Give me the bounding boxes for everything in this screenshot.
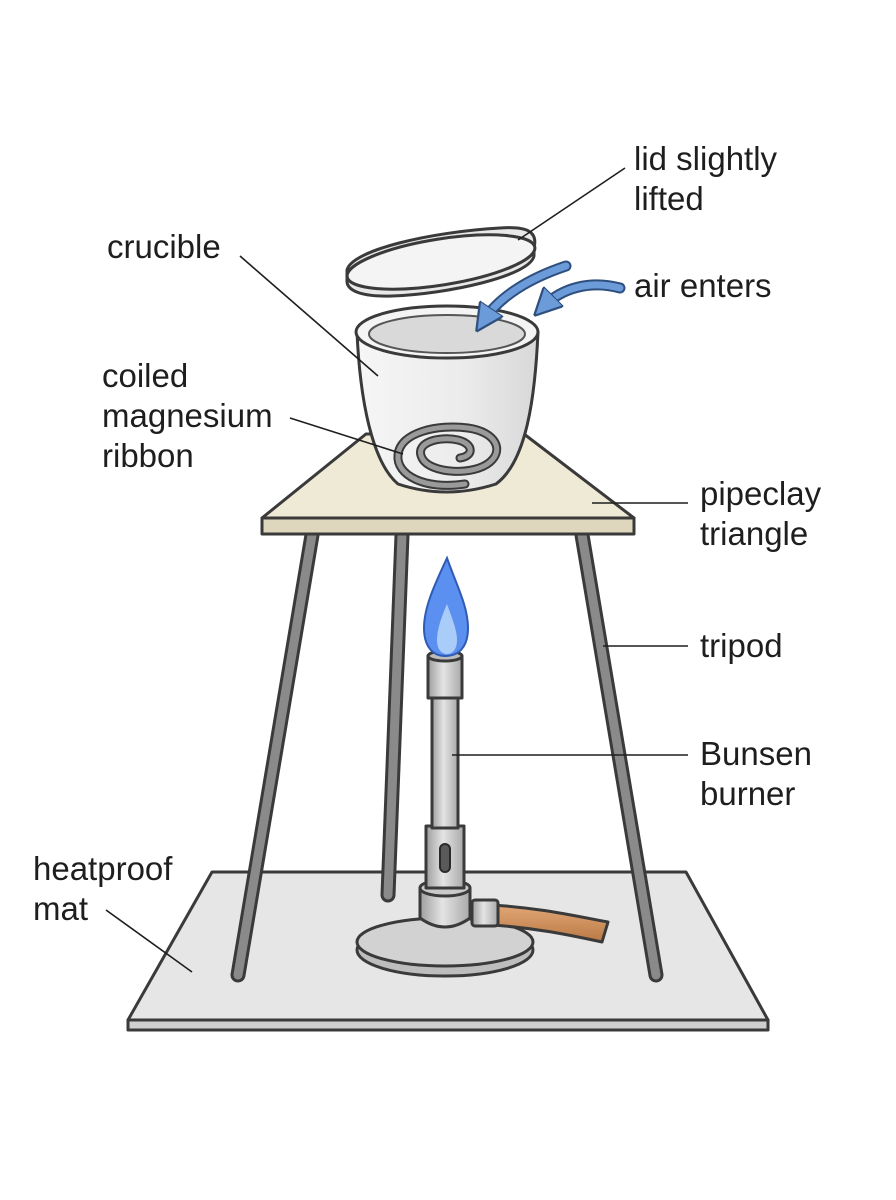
bunsen-burner [355, 649, 610, 978]
crucible-lid [345, 226, 537, 298]
label-pipeclay-triangle: pipeclay triangle [700, 475, 830, 552]
gas-hose [490, 903, 610, 944]
label-magnesium-ribbon: coiled magnesium ribbon [102, 357, 282, 474]
label-bunsen-burner: Bunsen burner [700, 735, 821, 812]
label-lid: lid slightly lifted [634, 140, 786, 217]
label-crucible: crucible [107, 228, 221, 265]
labels: lid slightly lifted crucible air enters … [33, 140, 830, 927]
label-air-enters: air enters [634, 267, 772, 304]
blue-flame [422, 555, 470, 658]
magnesium-coil [393, 422, 502, 490]
crucible [354, 304, 540, 494]
label-heatproof-mat: heatproof mat [33, 850, 182, 927]
label-tripod: tripod [700, 627, 783, 664]
leader-lines [105, 167, 688, 973]
burner-barrel [430, 694, 460, 830]
air-hole [439, 843, 451, 873]
tripod-back-leg [380, 527, 410, 903]
air-arrows [484, 260, 626, 320]
